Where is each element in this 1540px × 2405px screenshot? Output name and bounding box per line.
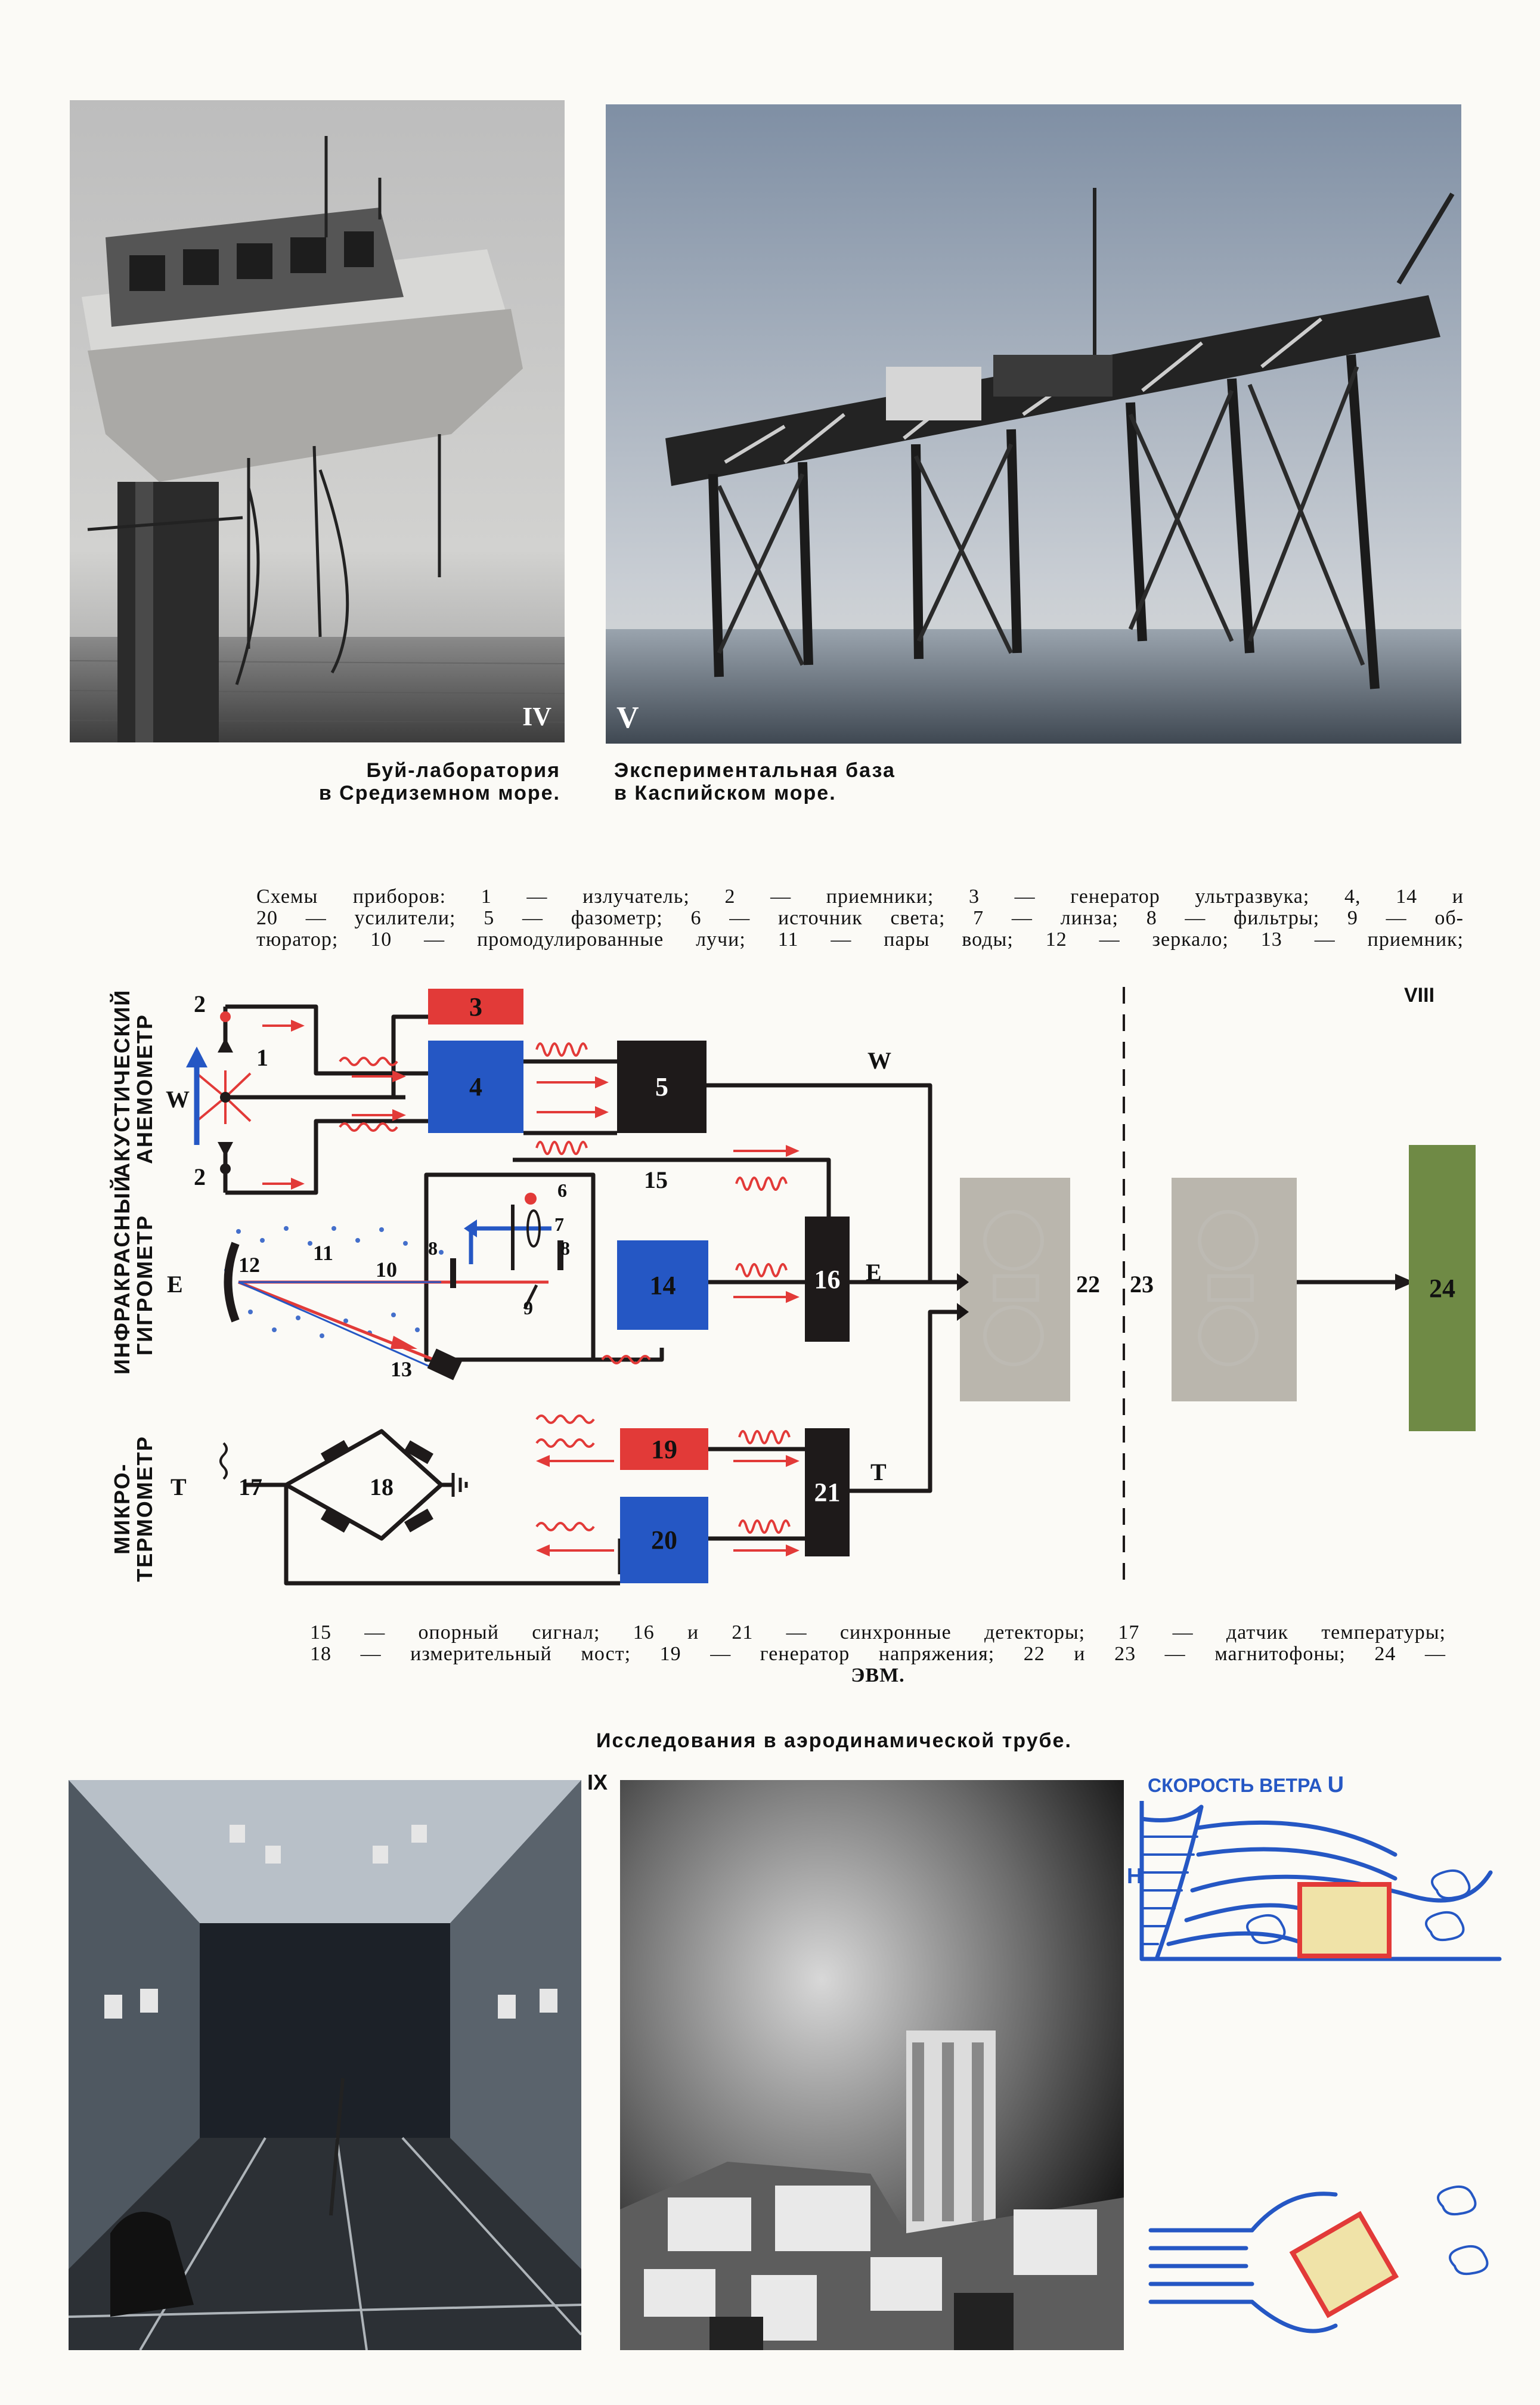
caption-iv-line1: Буй-лаборатория: [366, 759, 560, 782]
box-21-label: 21: [814, 1478, 841, 1507]
label-micro-thermometer: МИКРО- ТЕРМОМЕТР: [110, 1431, 159, 1586]
box-21-sync-detector: 21: [805, 1428, 850, 1556]
recorder-23: [1172, 1178, 1297, 1401]
box-24-label: 24: [1429, 1273, 1455, 1303]
signal-w-left: W: [166, 1086, 190, 1113]
signal-w-line: W: [867, 1047, 891, 1074]
box-5-phasemeter: 5: [617, 1041, 707, 1133]
box-20-label: 20: [651, 1525, 677, 1555]
caption-v: Экспериментальная база в Каспийском море…: [614, 759, 1031, 804]
caption-iv: Буй-лаборатория в Средиземном море.: [227, 759, 560, 804]
figure-mark-ix: IX: [587, 1770, 608, 1794]
legend-top-line2: 20 — усилители; 5 — фазометр; 6 — источн…: [256, 907, 1464, 929]
wind-speed-heading: СКОРОСТЬ ВЕТРА U: [1148, 1772, 1344, 1798]
wind-speed-text: СКОРОСТЬ ВЕТРА: [1148, 1775, 1322, 1796]
wind-profile-diagrams: [1139, 1801, 1502, 2333]
legend-top-line1: Схемы приборов: 1 — излучатель; 2 — прие…: [256, 886, 1464, 908]
recorder-22: [960, 1178, 1070, 1401]
signal-e-left: E: [167, 1271, 183, 1298]
box-4-label: 4: [469, 1072, 482, 1101]
legend-bottom-line2: 18 — измерительный мост; 19 — генератор …: [310, 1643, 1446, 1665]
figure-mark-viii: VIII: [1404, 984, 1435, 1007]
box-20-amplifier: 20: [620, 1497, 708, 1583]
box-14-label: 14: [649, 1270, 676, 1300]
num-9: 9: [523, 1297, 533, 1318]
box-16-sync-detector: 16: [805, 1217, 850, 1342]
label-infrared-hygrometer: ИНФРАКРАСНЫЙ ГИГРОМЕТР: [110, 1175, 159, 1375]
caption-iv-line2: в Средиземном море.: [318, 782, 560, 804]
box-19-voltage-generator: 19: [620, 1428, 708, 1470]
label-infrared-line2: ГИГРОМЕТР: [132, 1214, 157, 1356]
box-24-computer: 24: [1409, 1145, 1476, 1431]
box-14-amplifier: 14: [617, 1240, 708, 1330]
signal-e-line: E: [866, 1259, 882, 1286]
photo-wind-tunnel-interior: [69, 1780, 581, 2350]
num-2-bottom: 2: [194, 1163, 206, 1190]
caption-v-line1: Экспериментальная база: [614, 759, 896, 782]
label-acoustic-line2: АНЕМОМЕТР: [132, 1014, 157, 1164]
scheme-legend-top: Схемы приборов: 1 — излучатель; 2 — прие…: [256, 886, 1464, 951]
num-22: 22: [1076, 1271, 1100, 1298]
box-5-label: 5: [655, 1072, 668, 1101]
num-18: 18: [370, 1474, 393, 1500]
caption-v-line2: в Каспийском море.: [614, 782, 836, 804]
num-11: 11: [313, 1241, 334, 1265]
box-16-label: 16: [814, 1264, 841, 1294]
num-15: 15: [644, 1166, 668, 1193]
label-infrared-line1: ИНФРАКРАСНЫЙ: [110, 1175, 134, 1375]
label-acoustic-line1: АКУСТИЧЕСКИЙ: [110, 989, 134, 1178]
num-2-top: 2: [194, 991, 206, 1017]
box-3-ultrasound-generator: 3: [428, 989, 523, 1024]
num-12: 12: [238, 1253, 260, 1277]
box-4-amplifier: 4: [428, 1041, 523, 1133]
label-micro-line1: МИКРО-: [110, 1463, 134, 1555]
num-8-left: 8: [428, 1237, 438, 1259]
num-13: 13: [391, 1357, 412, 1381]
legend-bottom-line1: 15 — опорный сигнал; 16 и 21 — синхронны…: [310, 1621, 1446, 1643]
photo-v-mark: V: [616, 701, 639, 735]
num-23: 23: [1130, 1271, 1154, 1298]
photo-v-caspian-base: V: [606, 104, 1461, 744]
label-micro-line2: ТЕРМОМЕТР: [132, 1435, 157, 1582]
box-19-label: 19: [651, 1434, 677, 1464]
photo-ix-city-model: [620, 1780, 1124, 2350]
scheme-diagram: [0, 966, 1540, 1610]
signal-t-line: T: [870, 1459, 887, 1485]
signal-t-left: T: [171, 1474, 187, 1500]
num-17: 17: [238, 1474, 262, 1500]
scheme-legend-bottom: 15 — опорный сигнал; 16 и 21 — синхронны…: [310, 1622, 1446, 1686]
scheme-wiring: [186, 987, 1414, 1586]
num-8-right: 8: [560, 1237, 570, 1259]
box-3-label: 3: [469, 992, 482, 1022]
photo-iv-buoy-laboratory: IV: [70, 100, 565, 742]
legend-bottom-line3: ЭВМ.: [851, 1664, 905, 1686]
photo-iv-mark: IV: [522, 702, 551, 731]
num-1: 1: [256, 1044, 268, 1071]
wind-speed-symbol: U: [1327, 1772, 1344, 1797]
label-acoustic-anemometer: АКУСТИЧЕСКИЙ АНЕМОМЕТР: [110, 989, 159, 1178]
num-10: 10: [376, 1258, 397, 1282]
num-6: 6: [557, 1180, 567, 1201]
num-7: 7: [554, 1214, 564, 1235]
wind-tunnel-title: Исследования в аэродинамической трубе.: [596, 1729, 1072, 1752]
legend-top-line3: тюратор; 10 — промодулированные лучи; 11…: [256, 928, 1464, 951]
